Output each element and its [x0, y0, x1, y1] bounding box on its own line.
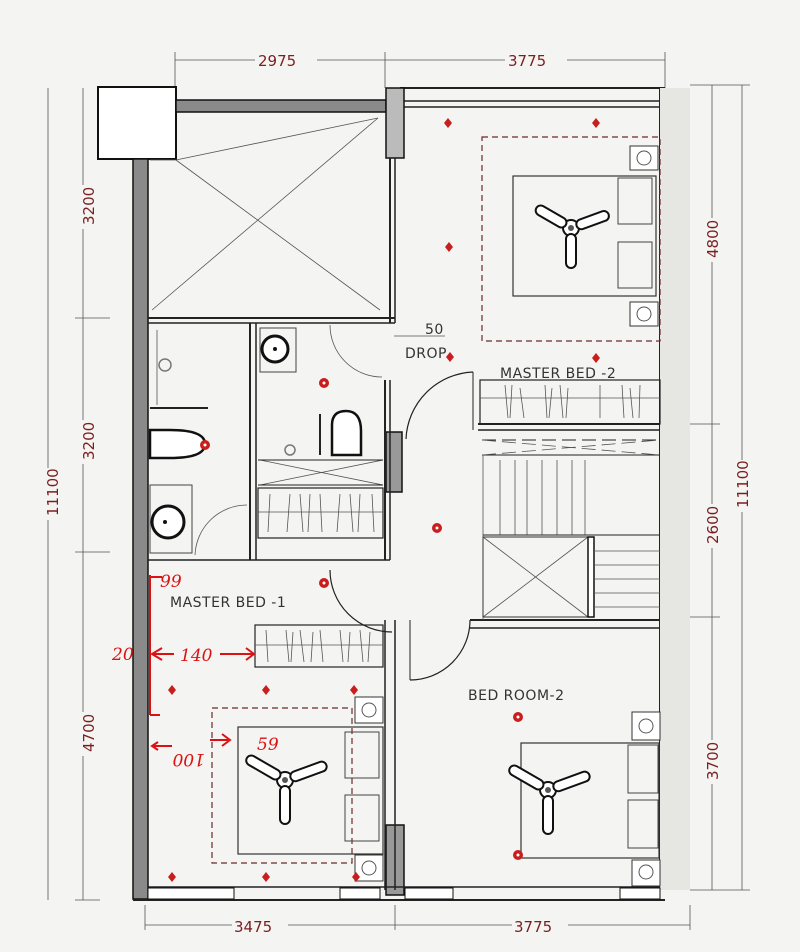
diamond-light-icon	[592, 118, 600, 128]
floor-drain-icon	[284, 444, 296, 456]
dim-right-1: 4800	[704, 220, 722, 258]
wardrobe-master-bed-2	[479, 379, 661, 425]
staircase	[481, 439, 661, 620]
diamond-light-icon	[444, 118, 452, 128]
room-label-master-bed-2: MASTER BED -2	[500, 366, 616, 382]
dim-top-right: 3775	[508, 52, 546, 70]
diamond-light-icon	[592, 353, 600, 363]
annotation-59: 59	[257, 735, 279, 755]
diamond-light-icon	[352, 872, 360, 882]
diamond-light-icon	[350, 685, 358, 695]
column	[97, 86, 177, 160]
dim-right-2: 2600	[704, 506, 722, 544]
light-points	[168, 118, 600, 882]
dim-left-3: 4700	[80, 714, 98, 752]
bed-master-bed-2	[481, 136, 661, 342]
dimension-left: 3200 3200 4700 11100	[44, 88, 110, 901]
toilet-icon	[330, 409, 363, 457]
annotation-100: 100	[172, 749, 205, 769]
dim-top-left: 2975	[258, 52, 296, 70]
bed-bed-room-2	[520, 711, 661, 887]
dim-left-1: 3200	[80, 187, 98, 225]
diamond-light-icon	[168, 872, 176, 882]
dim-bottom-left: 3475	[234, 918, 272, 936]
drop-note: 50 DROP	[394, 322, 447, 362]
sink-icon	[150, 504, 186, 540]
walls	[97, 86, 690, 901]
diamond-light-icon	[445, 242, 453, 252]
drop-value: 50	[425, 322, 444, 338]
shower-head-icon	[158, 358, 172, 372]
diamond-light-icon	[262, 872, 270, 882]
dim-left-total: 11100	[44, 468, 62, 516]
dim-bottom-right: 3775	[514, 918, 552, 936]
room-label-bed-room-2: BED ROOM-2	[468, 688, 565, 704]
diamond-light-icon	[446, 352, 454, 362]
doors	[329, 371, 474, 681]
diamond-light-icon	[262, 685, 270, 695]
wardrobe-bath	[257, 487, 384, 539]
wardrobe-master-bed-1	[254, 624, 384, 668]
toilet-icon	[148, 428, 207, 460]
dim-right-total: 11100	[734, 460, 752, 508]
open-shaft	[150, 117, 381, 311]
dim-right-3: 3700	[704, 742, 722, 780]
bed-master-bed-1	[211, 696, 384, 882]
annotation-20: 20	[111, 645, 134, 665]
annotation-140: 140	[180, 646, 213, 666]
drop-label: DROP	[405, 346, 447, 362]
dimension-top: 2975 3775	[174, 50, 666, 88]
bathroom	[148, 324, 384, 556]
diamond-light-icon	[168, 685, 176, 695]
room-label-master-bed-1: MASTER BED -1	[170, 595, 286, 611]
dim-left-2: 3200	[80, 422, 98, 460]
ceiling-fan-icon	[508, 764, 591, 835]
handwritten-annotations: 99 20 140 100 59	[111, 572, 279, 769]
ceiling-fan-icon	[245, 754, 328, 825]
ceiling-fan-icon	[534, 204, 610, 269]
annotation-99: 99	[160, 572, 182, 592]
dimension-right: 4800 2600 3700 11100	[690, 84, 752, 891]
dimension-bottom: 3475 3775	[144, 905, 691, 936]
